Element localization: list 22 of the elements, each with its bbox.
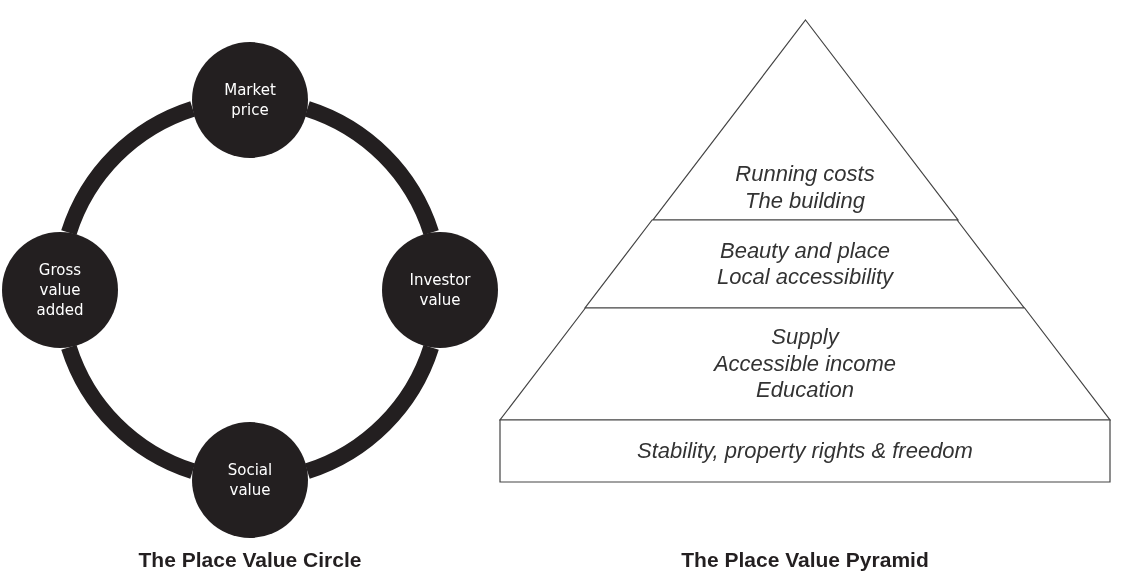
pyramid-band: [585, 220, 1025, 308]
value-circle: Gross value added: [2, 232, 118, 348]
pyramid-band: [500, 420, 1110, 482]
pyramid-band: [500, 308, 1110, 420]
value-circle: Market price: [192, 42, 308, 158]
band-text: Local accessibility: [716, 264, 893, 291]
pyramid-band: [652, 20, 958, 220]
band-text: Supply: [771, 324, 839, 351]
diagram-caption: The Place Value Circle: [138, 548, 362, 572]
band-text: Stability, property rights & freedom: [637, 437, 973, 465]
band-text: Accessible income: [713, 350, 897, 378]
band-text: Education: [756, 377, 854, 404]
ring-connector: [61, 344, 196, 479]
band-text: The building: [745, 187, 865, 214]
ring-connector: [304, 344, 439, 479]
value-circle: Social value: [192, 422, 308, 538]
value-circle: Investor value: [382, 232, 498, 348]
ring-connector: [61, 101, 196, 236]
diagram-caption: The Place Value Pyramid: [681, 548, 929, 572]
band-text: Beauty and place: [719, 237, 890, 264]
ring-connector: [304, 101, 439, 236]
band-text: Running costs: [735, 161, 875, 188]
